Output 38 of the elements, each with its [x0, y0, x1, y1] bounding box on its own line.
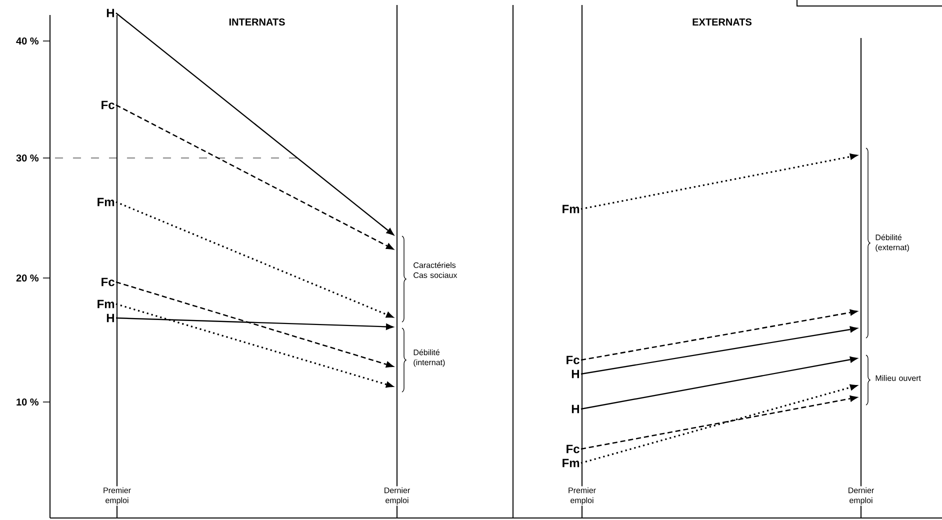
series-label: Fm — [98, 300, 114, 308]
tick-label: 20 % — [16, 274, 39, 282]
series-label: Fm — [98, 198, 114, 206]
series-label: Fc — [102, 100, 114, 110]
series-label: Fm — [562, 458, 580, 468]
series-label: Fc — [566, 444, 580, 454]
brace-label: Débilité (externat) — [876, 234, 909, 252]
series-label: H — [572, 370, 579, 378]
series-label: Fc — [102, 278, 114, 286]
arrow — [580, 309, 859, 361]
series-label: Fm — [562, 204, 580, 214]
brace-label: Débilité (internat) — [414, 349, 445, 367]
series-label: Fc — [566, 356, 580, 364]
panel-title: EXTERNATS — [692, 18, 752, 26]
arrow — [116, 104, 395, 250]
arrow — [580, 356, 859, 410]
arrow — [116, 201, 395, 318]
panel-title: INTERNATS — [229, 18, 285, 26]
axis-label: Premier emploi — [96, 486, 138, 506]
series-label: H — [106, 8, 114, 18]
arrow — [116, 317, 395, 330]
tick-label: 30 % — [16, 154, 39, 162]
axis-label: Premier emploi — [561, 486, 603, 506]
arrow — [116, 303, 395, 388]
brace-label: Caractériels Cas sociaux — [414, 262, 458, 278]
series-label: H — [106, 314, 114, 322]
tick-label: 40 % — [16, 37, 39, 45]
arrow — [580, 326, 859, 375]
arrow — [580, 384, 859, 464]
axis-label: Dernier emploi — [376, 486, 418, 506]
brace-label: Milieu ouvert — [876, 375, 921, 381]
series-label: H — [572, 404, 579, 414]
arrow — [116, 12, 395, 236]
arrow — [580, 395, 859, 450]
tick-label: 10 % — [16, 398, 39, 406]
arrow — [116, 281, 395, 368]
axis-label: Dernier emploi — [840, 486, 882, 506]
arrow — [580, 153, 859, 210]
